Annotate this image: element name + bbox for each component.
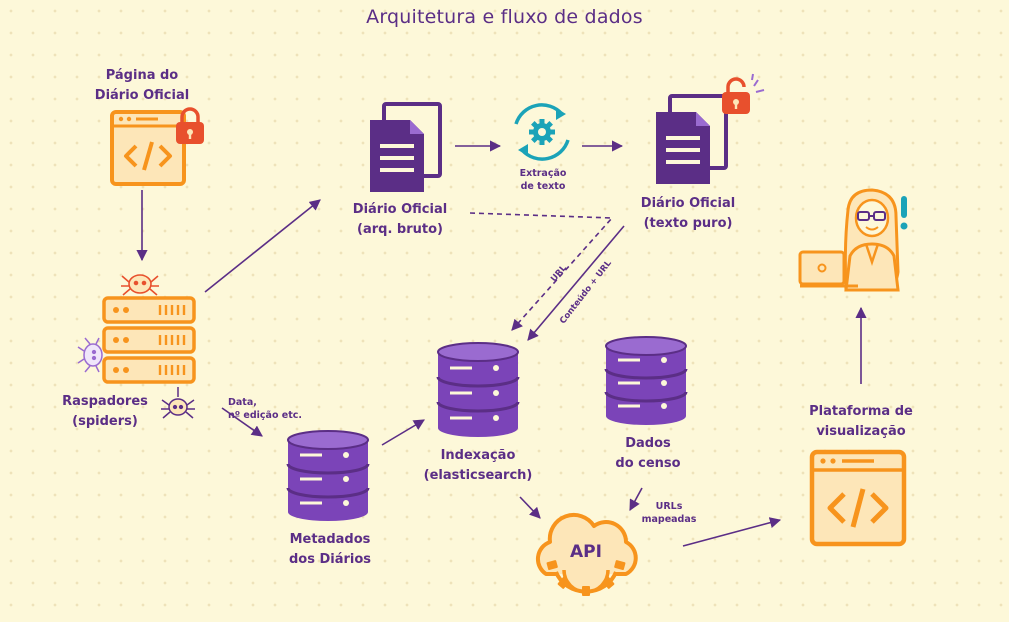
- server-stack-icon: [102, 296, 196, 384]
- label-api: API: [570, 542, 602, 562]
- label-line: (arq. bruto): [357, 222, 443, 237]
- spider-icon: [77, 337, 103, 373]
- label-line: Plataforma de: [809, 404, 913, 419]
- arrow-puro-to-indexacao: [527, 225, 625, 341]
- database-icon: [286, 430, 370, 521]
- woman-laptop-icon: [798, 188, 908, 292]
- label-line: Indexação: [440, 448, 516, 463]
- lock-icon: [722, 73, 765, 114]
- browser-code-icon: [809, 449, 907, 547]
- label-line: do censo: [615, 456, 681, 471]
- label-line: Data,: [228, 397, 257, 408]
- arrow-metadados-to-indexacao: [381, 419, 425, 446]
- label-line: Diário Oficial: [640, 196, 736, 211]
- label-line: Página do: [105, 68, 179, 83]
- label-metadados: Metadados dos Diários: [272, 530, 388, 570]
- document-icon: [370, 102, 442, 192]
- database-icon: [604, 336, 688, 425]
- label-pagina-diario: Página do Diário Oficial: [82, 66, 202, 106]
- label-line: de texto: [520, 181, 566, 192]
- label-plataforma: Plataforma de visualização: [796, 402, 926, 442]
- gear-cycle-icon: [514, 103, 570, 161]
- spider-icon: [121, 274, 159, 296]
- label-line: visualização: [816, 424, 906, 439]
- database-icon: [436, 342, 520, 437]
- arrow-raspadores-to-diario-bruto: [204, 199, 321, 293]
- spider-icon: [161, 387, 195, 419]
- edge-label-urls-mapeadas: URLs mapeadas: [634, 500, 704, 526]
- label-raspadores: Raspadores (spiders): [50, 392, 160, 432]
- arrow-api-to-plataforma: [682, 517, 782, 547]
- connectors: [136, 140, 867, 547]
- diagram-title: Arquitetura e fluxo de dados: [366, 6, 643, 28]
- document-icon: [656, 94, 728, 184]
- label-line: mapeadas: [641, 514, 697, 525]
- label-line: (elasticsearch): [423, 468, 533, 483]
- dashed-url-to-indexacao: [469, 212, 614, 331]
- label-line: nº edição etc.: [228, 410, 303, 421]
- label-line: Dados: [625, 436, 671, 451]
- lock-icon: [176, 107, 204, 144]
- label-extracao: Extração de texto: [500, 167, 586, 193]
- label-dados-censo: Dados do censo: [600, 434, 696, 474]
- label-line: Diário Oficial: [94, 88, 190, 103]
- arrow-raspadores-to-metadados: [221, 407, 263, 437]
- label-line: URLs: [655, 501, 683, 512]
- label-line: Extração: [519, 168, 567, 179]
- cloud-gear-icon: [535, 512, 638, 596]
- label-line: Metadados: [289, 532, 371, 547]
- arrow-censo-to-api: [629, 487, 643, 511]
- browser-code-icon: [110, 110, 186, 186]
- label-diario-bruto: Diário Oficial (arq. bruto): [340, 200, 460, 240]
- label-line: Diário Oficial: [352, 202, 448, 217]
- label-line: (spiders): [72, 414, 138, 429]
- label-line: Raspadores: [62, 394, 148, 409]
- label-line: (texto puro): [643, 216, 733, 231]
- edge-label-data: Data, nº edição etc.: [228, 396, 318, 422]
- label-diario-puro: Diário Oficial (texto puro): [628, 194, 748, 234]
- label-line: dos Diários: [288, 552, 372, 567]
- label-indexacao: Indexação (elasticsearch): [418, 446, 538, 486]
- arrow-indexacao-to-api: [519, 496, 541, 519]
